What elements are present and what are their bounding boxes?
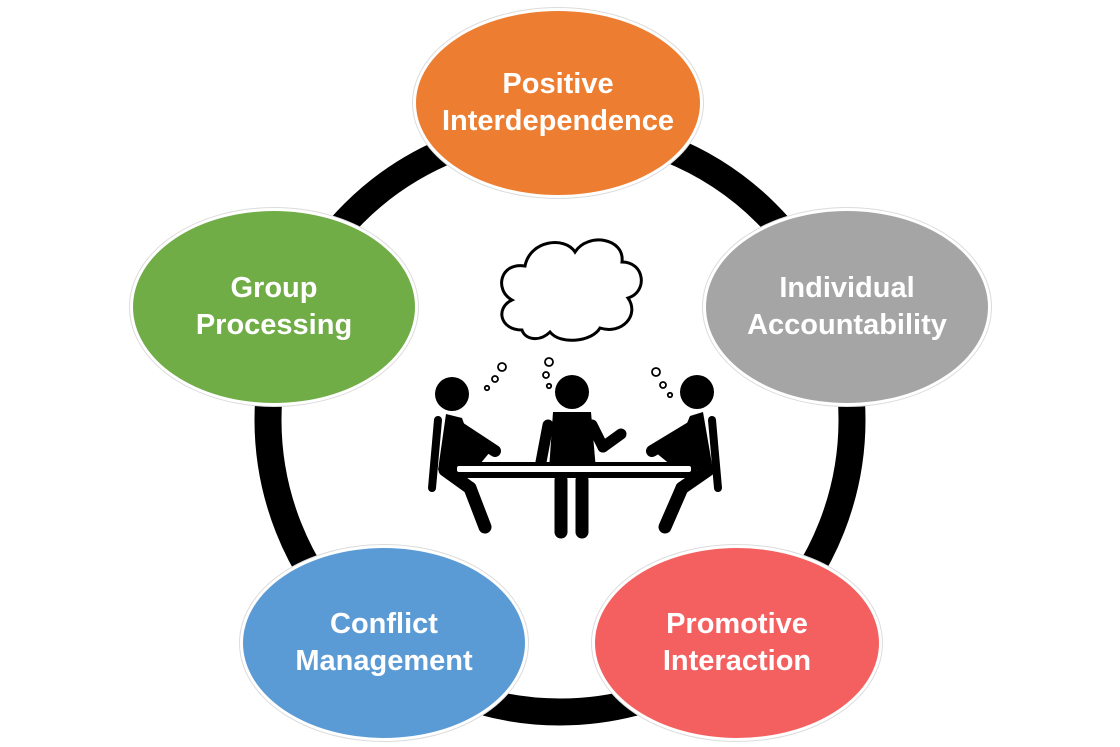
thought-bubbles [483,357,674,399]
node-conflict-management: Conflict Management [240,545,528,741]
node-label-line: Management [295,645,473,677]
node-label-line: Conflict [330,608,438,641]
node-label-line: Promotive [666,608,808,641]
node-positive-interdependence: Positive Interdependence [413,8,703,198]
node-label: Promotive Interaction [651,606,823,680]
middle-person-icon [535,375,627,539]
node-label-line: Processing [195,309,353,341]
node-label-line: Individual [779,272,915,305]
node-label-line: Interaction [662,645,812,677]
node-label-line: Accountability [747,309,947,341]
node-label: Positive Interdependence [430,66,686,140]
right-person-icon [646,375,722,534]
node-promotive-interaction: Promotive Interaction [592,545,882,741]
node-label-line: Positive [502,68,614,101]
left-person-icon [428,377,501,534]
team-meeting-icon [428,238,722,539]
node-label: Individual Accountability [735,270,959,344]
node-label: Group Processing [184,270,364,344]
node-label: Conflict Management [283,606,484,680]
node-group-processing: Group Processing [130,208,418,406]
table-icon [452,462,696,478]
thought-cloud-icon [500,238,643,342]
node-label-line: Group [230,272,318,305]
node-individual-accountability: Individual Accountability [703,208,991,406]
node-label-line: Interdependence [441,105,675,137]
